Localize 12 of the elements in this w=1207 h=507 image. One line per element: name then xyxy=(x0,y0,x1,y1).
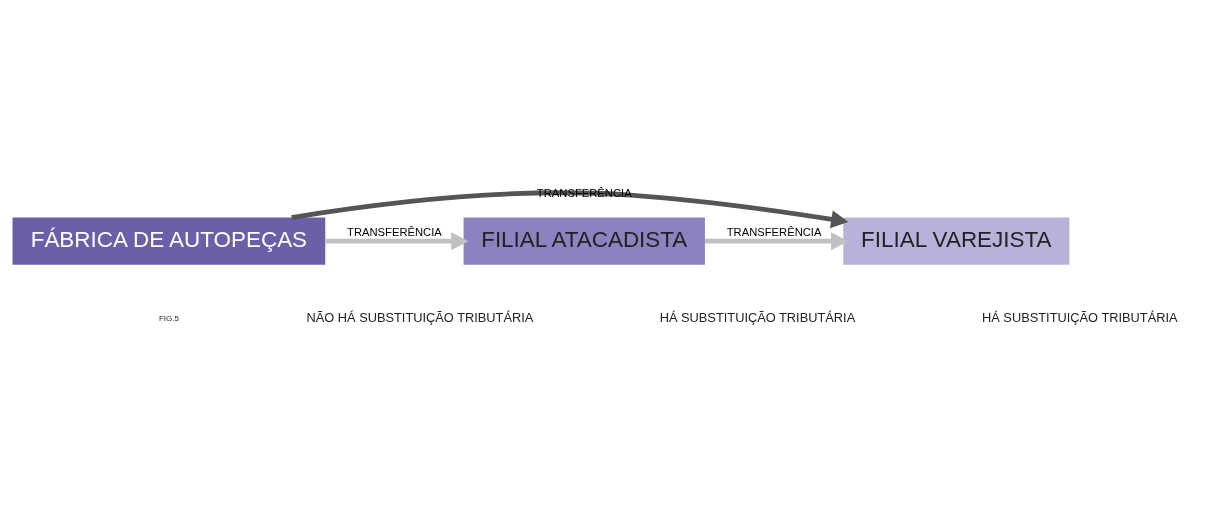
label: HÁ SUBSTITUIÇÃO TRIBUTÁRIA xyxy=(982,309,1178,325)
label: NÃO HÁ SUBSTITUIÇÃO TRIBUTÁRIA xyxy=(306,309,534,325)
node-box: FILIAL VAREJISTA xyxy=(843,217,1070,265)
node-box: FILIAL ATACADISTA xyxy=(463,217,705,265)
arrow xyxy=(291,189,849,228)
label: FIG.5 xyxy=(158,313,179,323)
edge-label: TRANSFERÊNCIA xyxy=(347,225,442,238)
arrow xyxy=(325,231,469,250)
edge-label: TRANSFERÊNCIA xyxy=(726,225,822,238)
arrow xyxy=(705,231,849,250)
label: HÁ SUBSTITUIÇÃO TRIBUTÁRIA xyxy=(659,309,856,325)
node-box: FÁBRICA DE AUTOPEÇAS xyxy=(12,217,326,265)
